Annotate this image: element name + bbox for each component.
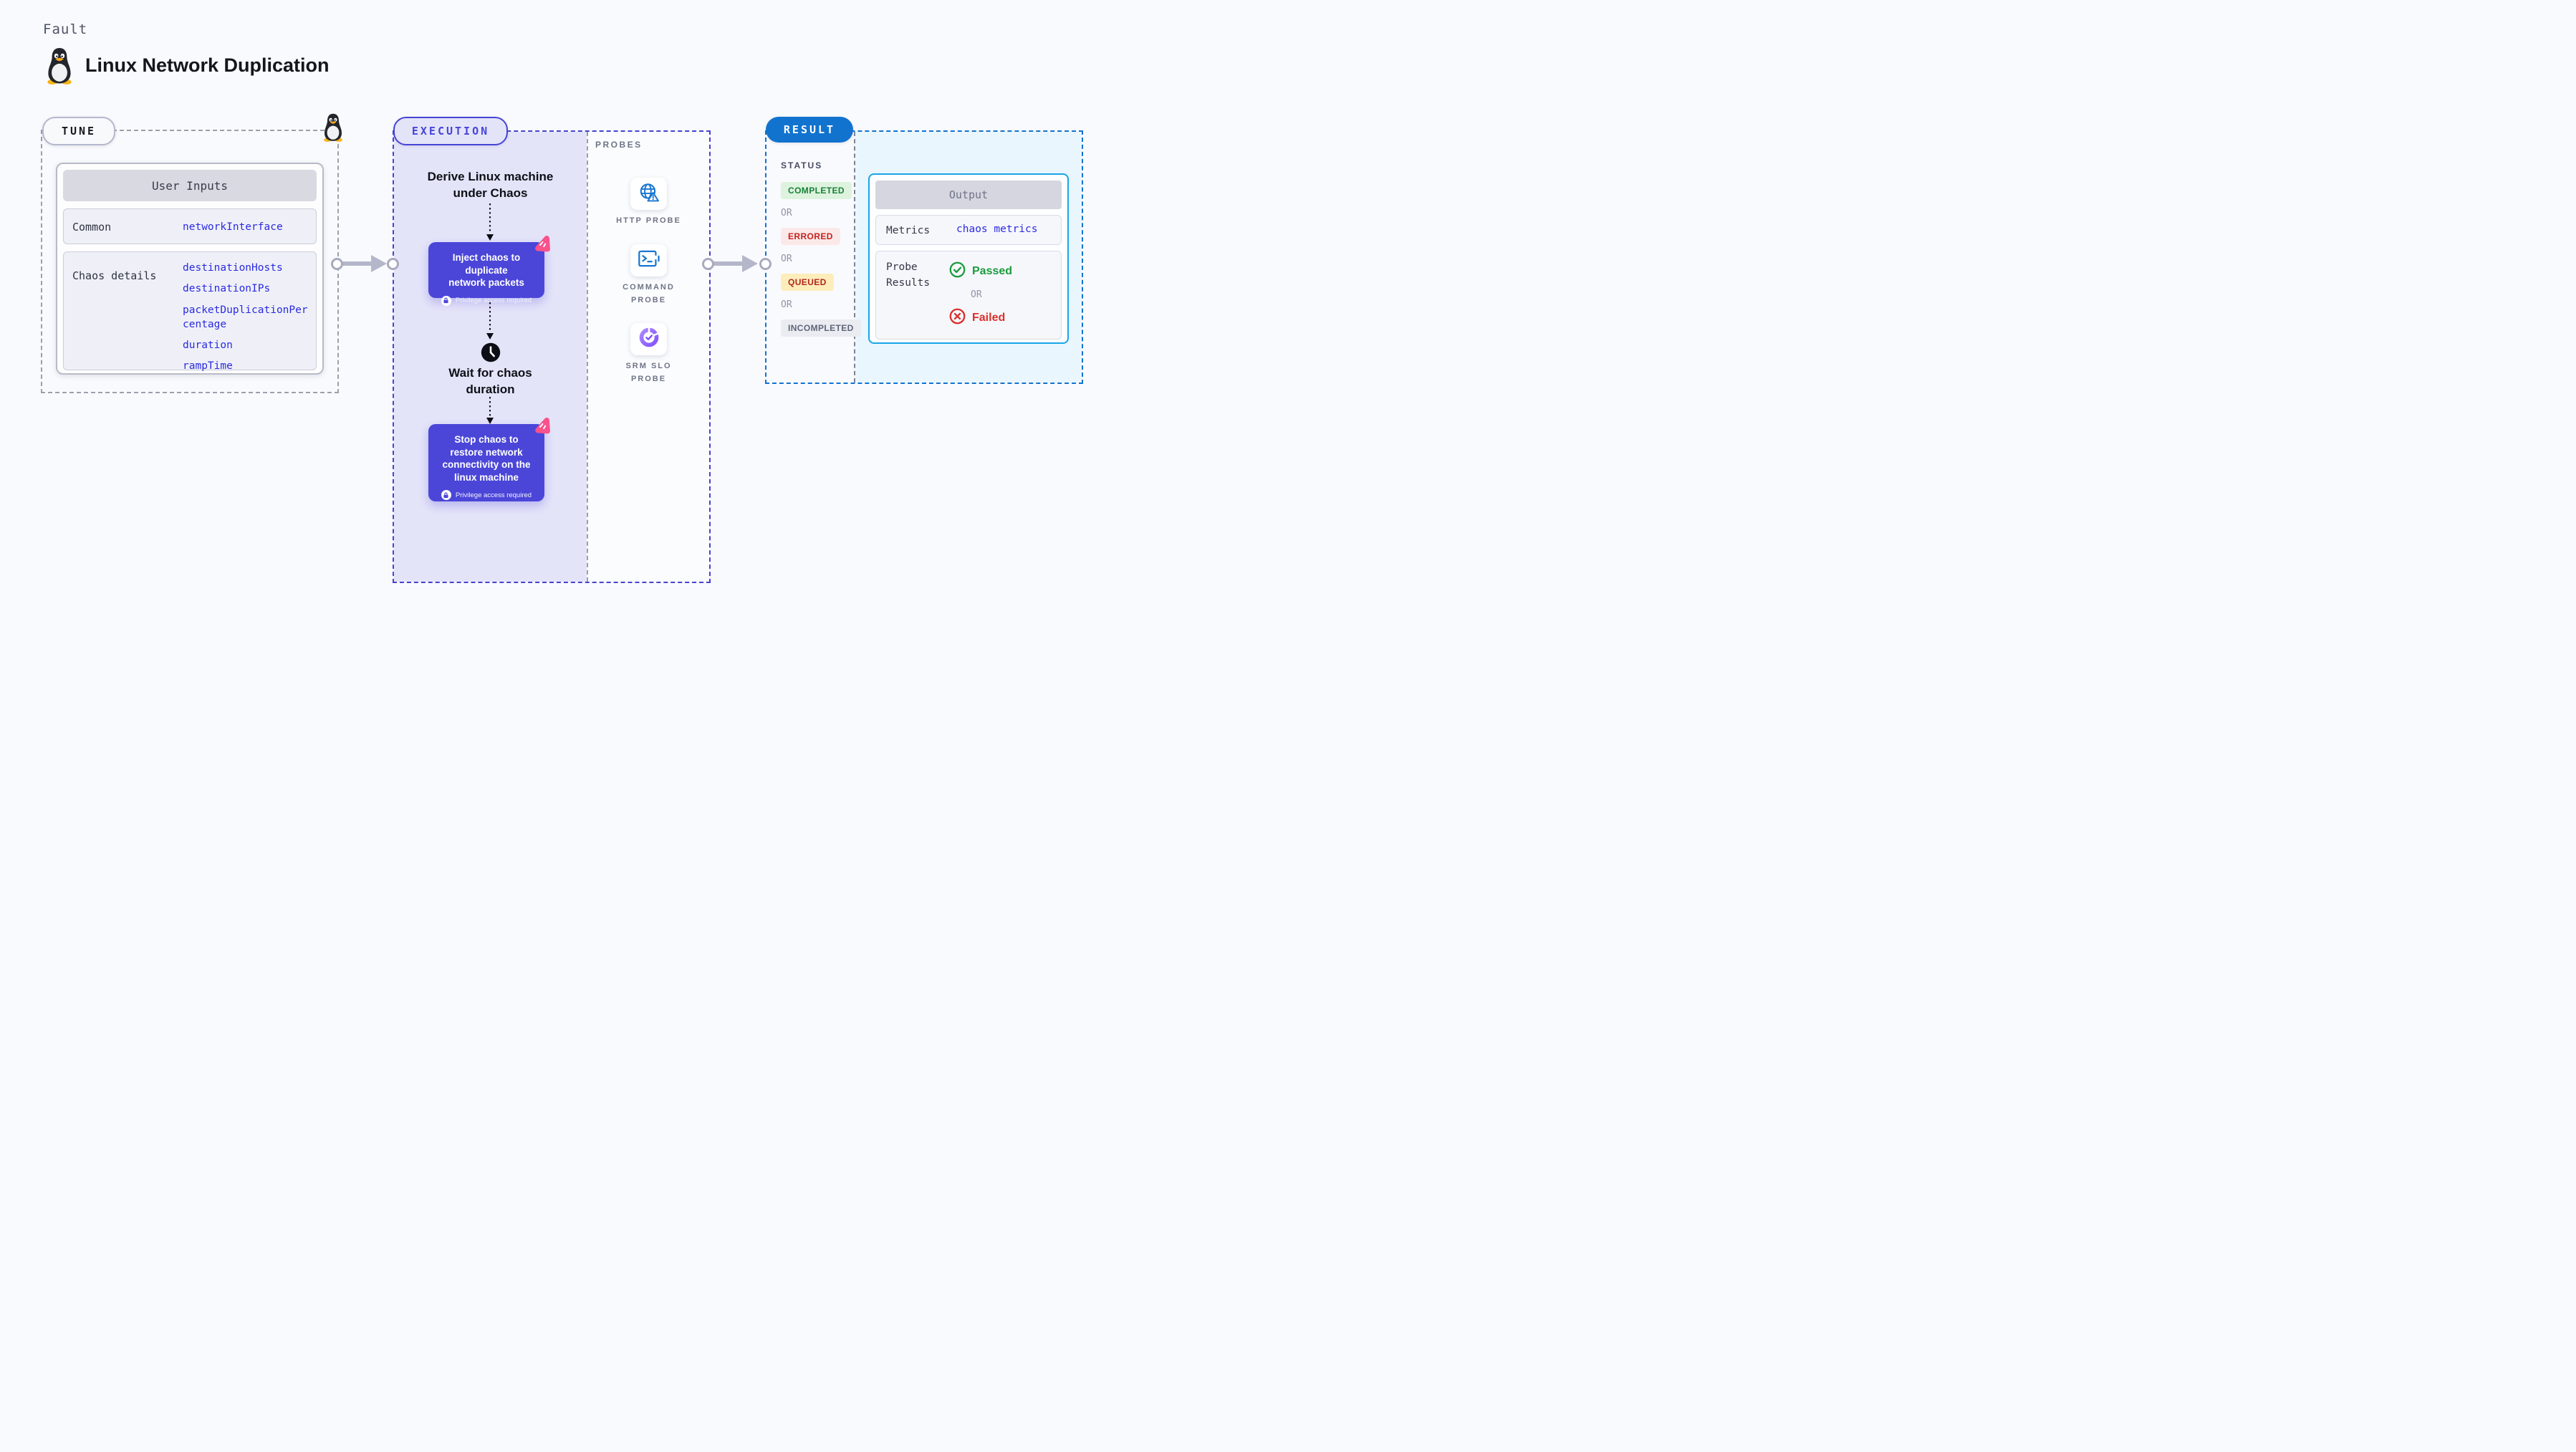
slo-donut-icon — [638, 326, 660, 352]
execution-pill: EXECUTION — [393, 117, 508, 145]
page-title: Linux Network Duplication — [85, 54, 330, 76]
input-value: duration — [183, 340, 233, 352]
user-inputs-header: User Inputs — [63, 170, 317, 201]
probe-results-row: Probe Results Passed OR — [875, 251, 1062, 340]
connector-dot — [759, 257, 772, 270]
result-pill: RESULT — [766, 117, 853, 143]
input-value: destinationHosts — [183, 262, 283, 274]
chaos-knot-icon — [533, 417, 551, 438]
result-section-border: STATUS COMPLETED OR ERRORED OR QUEUED OR… — [765, 130, 1083, 384]
http-probe-card — [630, 178, 667, 210]
fault-eyebrow: Fault — [43, 21, 88, 37]
linux-tux-corner-icon — [322, 113, 345, 145]
metrics-label: Metrics — [886, 225, 931, 236]
wait-step-label: Wait for chaos duration — [448, 366, 532, 396]
command-probe-label: COMMAND PROBE — [623, 283, 675, 304]
metrics-row: Metrics chaos metrics — [875, 215, 1062, 245]
dotted-arrow-icon — [485, 203, 495, 244]
x-circle-icon — [949, 308, 966, 328]
connector-dot — [701, 257, 714, 270]
chaos-knot-icon — [533, 235, 551, 256]
connector-arrowhead-icon — [371, 255, 387, 272]
row-label: Chaos details — [72, 269, 157, 282]
row-label: Common — [72, 221, 112, 234]
execution-section-border: Derive Linux machine under Chaos Inject … — [393, 130, 711, 583]
tune-pill: TUNE — [42, 117, 115, 145]
failed-label: Failed — [972, 312, 1006, 324]
inject-chaos-text: Inject chaos to duplicate network packet… — [448, 252, 524, 289]
or-separator: OR — [781, 254, 792, 264]
status-output-divider — [854, 132, 855, 383]
terminal-icon — [638, 250, 660, 271]
metrics-value: chaos metrics — [956, 223, 1038, 235]
status-heading: STATUS — [781, 160, 823, 170]
dotted-arrow-icon — [485, 302, 495, 343]
input-value: networkInterface — [183, 221, 283, 233]
lock-icon — [441, 295, 451, 306]
privilege-badge: Privilege access required — [436, 490, 537, 501]
input-value: rampTime — [183, 360, 233, 372]
or-separator: OR — [781, 299, 792, 310]
stop-chaos-step: Stop chaos to restore network connectivi… — [428, 418, 550, 501]
inject-chaos-step: Inject chaos to duplicate network packet… — [428, 236, 550, 306]
probe-results-label: Probe Results — [886, 261, 931, 289]
probes-heading: PROBES — [595, 140, 643, 150]
srm-slo-probe-label: SRM SLO PROBE — [625, 362, 672, 383]
execution-probes-divider — [587, 132, 588, 582]
user-inputs-card: User Inputs Common networkInterface Chao… — [56, 163, 324, 375]
privilege-label: Privilege access required — [455, 491, 532, 499]
user-inputs-row-chaos-details: Chaos details destinationHosts destinati… — [63, 251, 317, 372]
linux-tux-icon — [44, 47, 75, 88]
passed-label: Passed — [972, 265, 1013, 277]
probes-area: PROBES HTTP PROBE — [588, 132, 709, 582]
fault-diagram: Fault Linux Network Duplication TUNE — [0, 0, 1123, 633]
input-value: destinationIPs — [183, 283, 271, 295]
output-header: Output — [875, 181, 1062, 209]
output-card: Output Metrics chaos metrics Probe Resul… — [868, 173, 1069, 344]
input-value: packetDuplicationPercentage — [183, 304, 308, 330]
connector-line — [713, 261, 743, 266]
connector-dot — [386, 257, 399, 270]
dotted-arrow-icon — [485, 396, 495, 428]
derive-step-label: Derive Linux machine under Chaos — [427, 170, 554, 200]
clock-icon — [481, 342, 501, 366]
connector-line — [341, 261, 373, 266]
status-badge-errored: ERRORED — [781, 228, 840, 245]
status-badge-queued: QUEUED — [781, 274, 834, 291]
stop-chaos-text: Stop chaos to restore network connectivi… — [442, 434, 531, 483]
command-probe-card — [630, 244, 667, 277]
check-circle-icon — [949, 261, 966, 282]
or-separator: OR — [971, 289, 982, 300]
connector-arrowhead-icon — [742, 255, 758, 272]
execution-flow-area: Derive Linux machine under Chaos Inject … — [394, 132, 587, 582]
http-probe-label: HTTP PROBE — [616, 216, 681, 225]
probe-passed-item: Passed — [949, 261, 1012, 282]
or-separator: OR — [781, 208, 792, 218]
user-inputs-row-common: Common networkInterface — [63, 208, 317, 244]
privilege-badge: Privilege access required — [436, 295, 537, 306]
probe-failed-item: Failed — [949, 308, 1012, 328]
srm-slo-probe-card — [630, 323, 667, 355]
status-badge-incompleted: INCOMPLETED — [781, 319, 861, 337]
privilege-label: Privilege access required — [455, 297, 532, 305]
status-badge-completed: COMPLETED — [781, 182, 852, 199]
globe-warning-icon — [638, 183, 660, 206]
connector-dot — [330, 257, 343, 270]
lock-icon — [441, 490, 451, 501]
